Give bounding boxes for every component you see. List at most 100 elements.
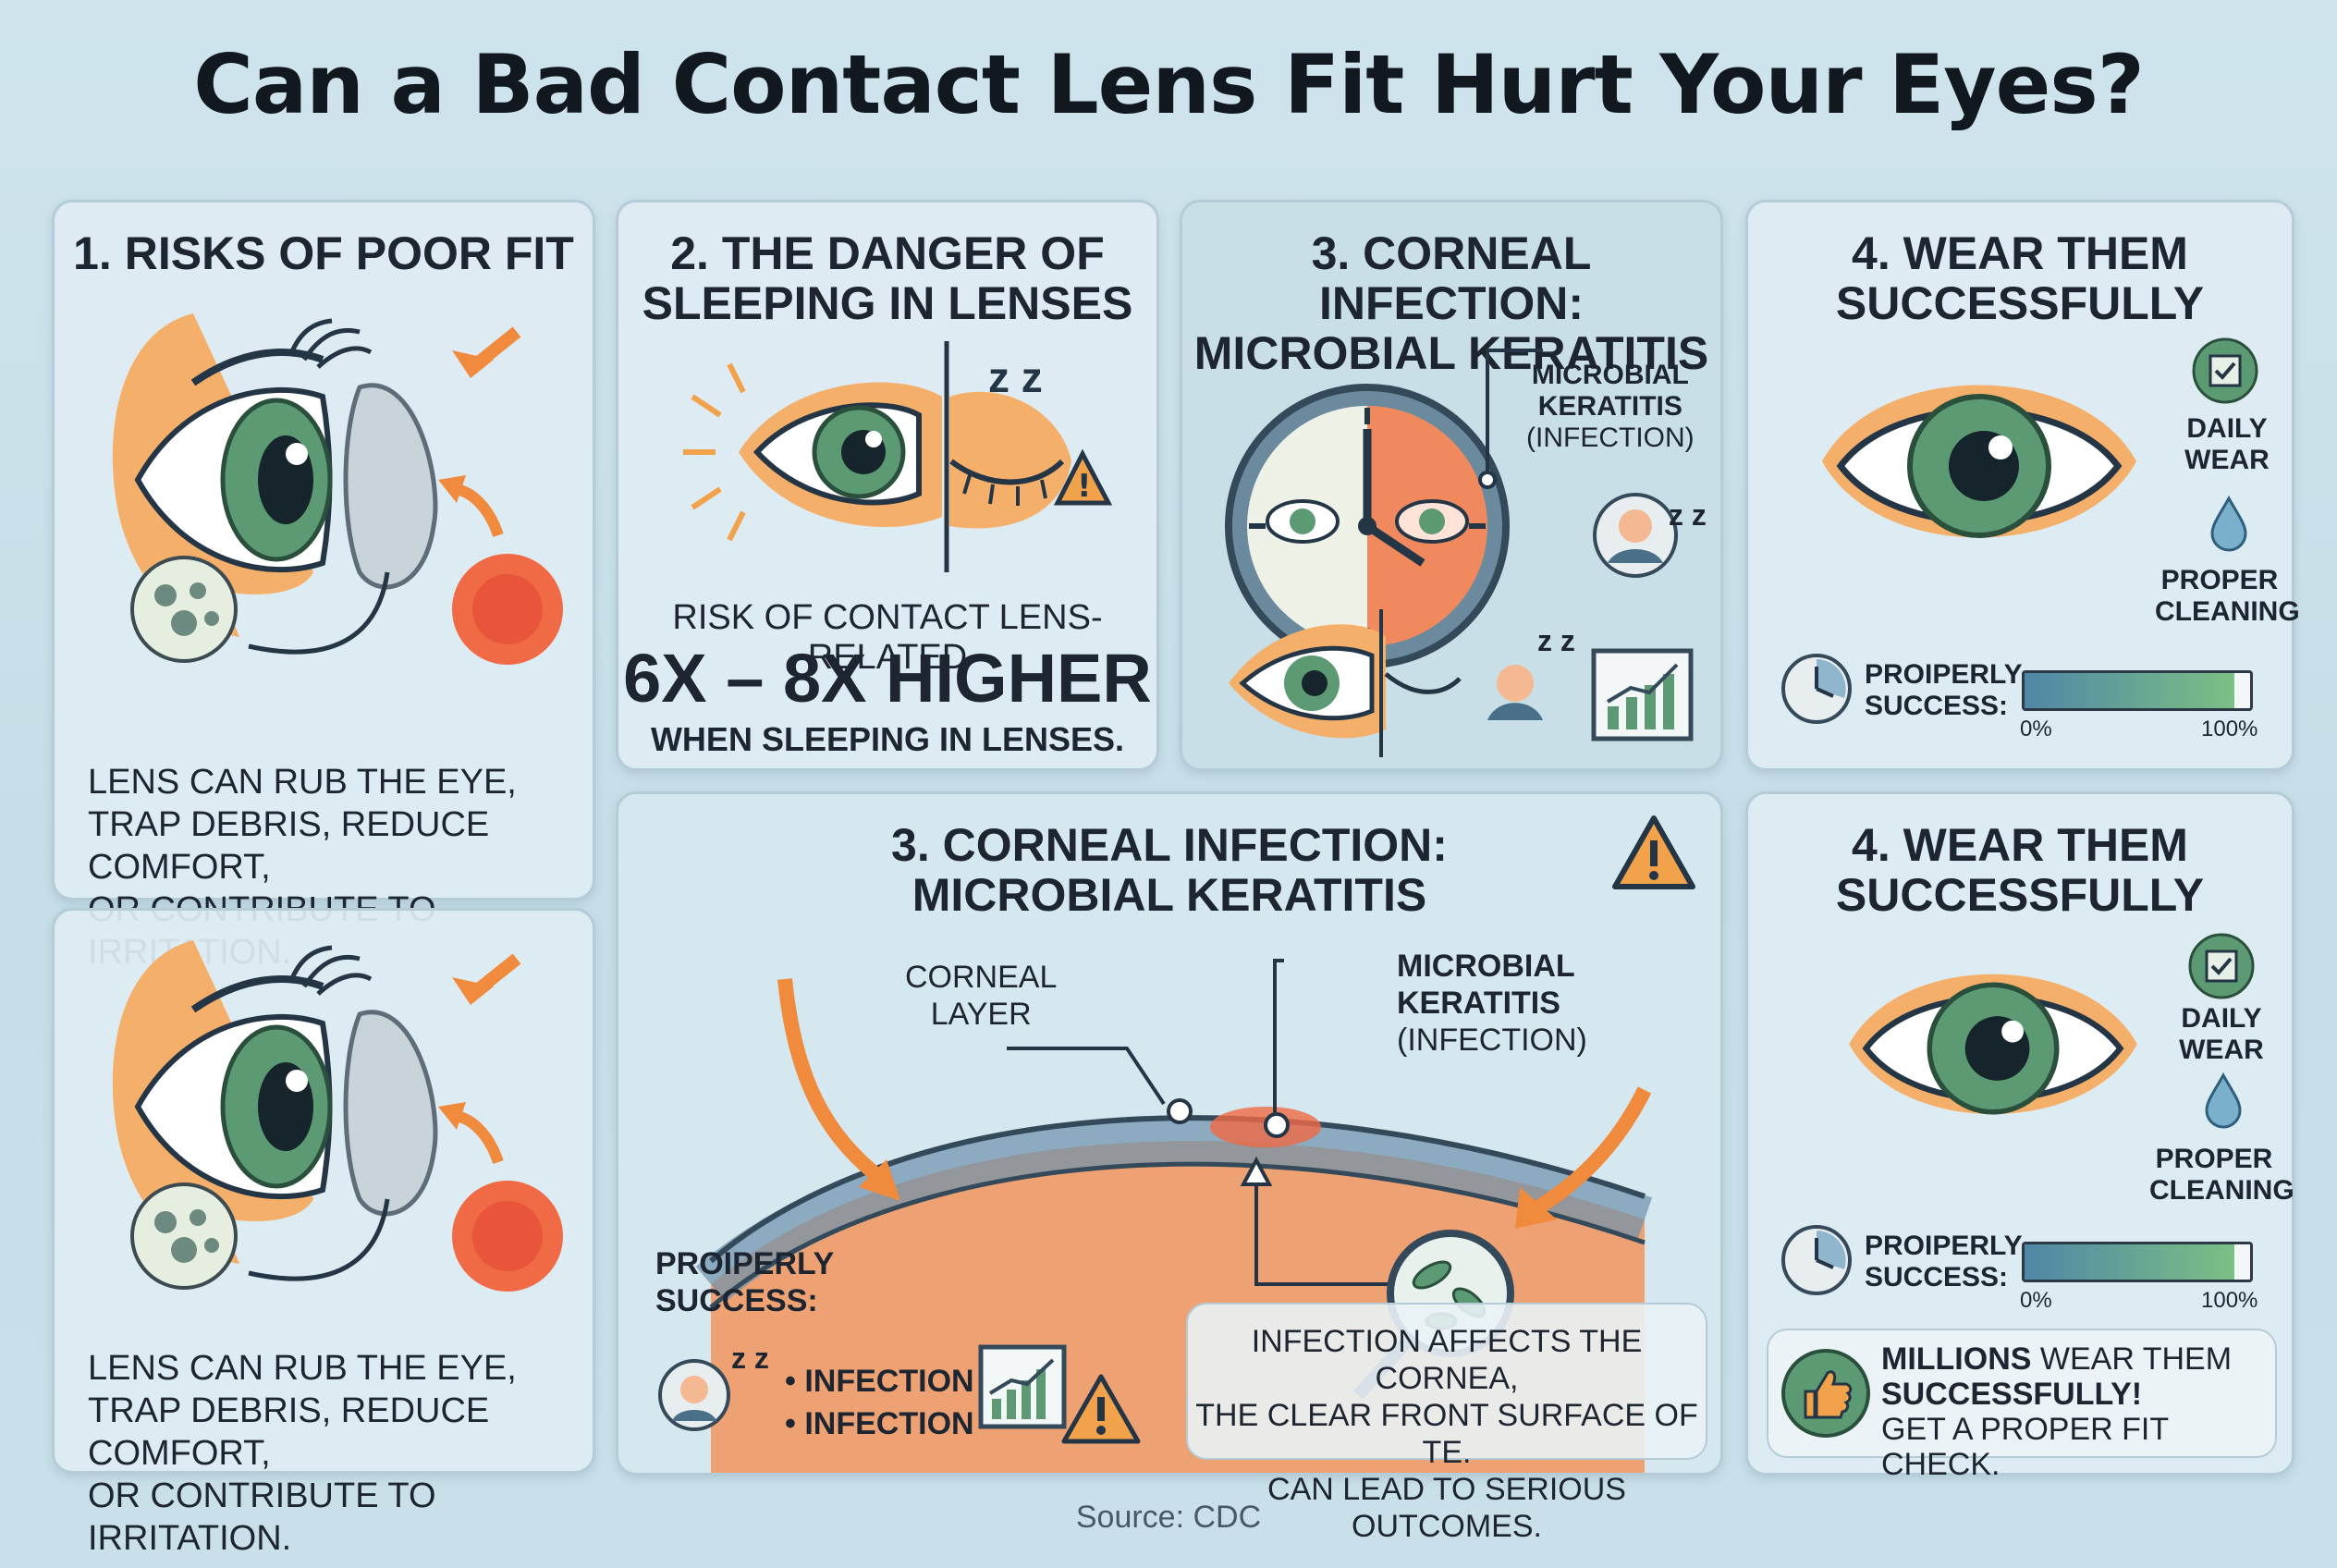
panel-title: 4. WEAR THEM SUCCESSFULLY (1748, 820, 2292, 920)
corneal-layer-label: CORNEAL LAYER (905, 959, 1057, 1033)
thumbs-up-icon (1781, 1349, 1870, 1438)
line: MILLIONS WEAR THEM (1881, 1341, 2275, 1377)
progress-fill (2025, 673, 2234, 708)
caption-line: THE CLEAR FRONT SURFACE OF TE. (1195, 1398, 1698, 1470)
proper-cleaning-label: PROPER CLEANING (2149, 1144, 2294, 1207)
daily-wear-label: DAILY WEAR (2175, 1003, 2268, 1066)
caption-line: INFECTION AFFECTS THE CORNEA, (1251, 1324, 1643, 1396)
label-line: DAILY (2186, 413, 2268, 444)
zz-text: z z (1669, 498, 1707, 532)
daily-wear-label: DAILY WEAR (2181, 413, 2273, 476)
line: SUCCESSFULLY! (1881, 1377, 2143, 1412)
caption-text: INFECTION AFFECTS THE CORNEA, THE CLEAR … (1188, 1323, 1706, 1545)
label-line: MICROBIAL (1397, 949, 1575, 984)
success-progress-bar (2022, 1242, 2253, 1282)
title-line: MICROBIAL KERATITIS (912, 869, 1427, 921)
millions-text: MILLIONS WEAR THEM SUCCESSFULLY! GET A P… (1881, 1341, 2275, 1482)
healthy-eye-illustration (1849, 974, 2137, 1115)
title-line: SUCCESSFULLY (1835, 869, 2205, 921)
panel-title: 3. CORNEAL INFECTION: MICROBIAL KERATITI… (1182, 228, 1720, 378)
label-line: KERATITIS (INFECTION) (1397, 985, 1720, 1059)
panel-corneal-infection: 3. CORNEAL INFECTION: MICROBIAL KERATITI… (1180, 200, 1723, 771)
label-paren: (INFECTION) (1397, 1023, 1587, 1058)
label-line: CLEANING (2149, 1175, 2294, 1206)
caption-line: TRAP DEBRIS, REDUCE COMFORT, (88, 805, 490, 887)
calendar-icon (2192, 337, 2258, 404)
title-line: 4. WEAR THEM (1852, 819, 2188, 871)
calendar-icon (2188, 933, 2255, 999)
label-line: SUCCESS: (655, 1283, 818, 1318)
title-line: SLEEPING IN LENSES (642, 277, 1133, 329)
label-line: WEAR (2184, 445, 2270, 475)
clock-icon (1781, 654, 1852, 724)
label-line: MICROBIAL (1531, 360, 1689, 390)
microbial-keratitis-label: MICROBIAL KERATITIS (INFECTION) (1526, 360, 1695, 454)
panel-caption: LENS CAN RUB THE EYE, TRAP DEBRIS, REDUC… (88, 1347, 593, 1560)
bullet-item: • INFECTION (785, 1406, 974, 1441)
title-line: 3. CORNEAL INFECTION: (891, 819, 1448, 871)
caption-line: OR CONTRIBUTE TO IRRITATION. (88, 1476, 436, 1558)
title-line: MICROBIAL KERATITIS (1193, 327, 1709, 379)
label-line: SUCCESS: (1865, 1262, 2009, 1292)
page-title: Can a Bad Contact Lens Fit Hurt Your Eye… (193, 37, 2145, 132)
title-line: 3. CORNEAL INFECTION: (1311, 227, 1592, 329)
caption-line: CAN LEAD TO SERIOUS OUTCOMES. (1267, 1472, 1626, 1544)
success-label: PROIPERLY SUCCESS: (1865, 659, 2023, 722)
progress-fill (2025, 1244, 2234, 1280)
risk-line: RISK OF CONTACT LENS-RELATED (672, 598, 1103, 677)
panel-risks-of-poor-fit: 1. RISKS OF POOR FIT LENS CAN RUB THE EY… (52, 200, 595, 972)
panel-risks-of-poor-fit-duplicate: LENS CAN RUB THE EYE, TRAP DEBRIS, REDUC… (52, 908, 595, 1558)
eye-with-lens-illustration (112, 940, 563, 1292)
label-line: PROIPERLY (1865, 659, 2023, 690)
bullet-list: • INFECTION • INFECTION (785, 1360, 974, 1445)
risk-stat-sub: WHEN SLEEPING IN LENSES. (650, 720, 1125, 758)
infection-caption-box: INFECTION AFFECTS THE CORNEA, THE CLEAR … (1186, 1303, 1707, 1544)
panel-title: 3. CORNEAL INFECTION: MICROBIAL KERATITI… (618, 820, 1720, 920)
chart-and-warning-icons (978, 1344, 1141, 1444)
panel-title: 2. THE DANGER OF SLEEPING IN LENSES (618, 228, 1156, 328)
label-line: DAILY (2181, 1003, 2262, 1034)
title-line: 2. THE DANGER OF (670, 227, 1105, 279)
source-credit: Source: CDC (1075, 1500, 1262, 1535)
label-line: PROIPERLY (655, 1246, 835, 1281)
label-line: CLEANING (2155, 596, 2300, 627)
sleeping-person-icon (658, 1359, 730, 1431)
bar-max-label: 100% (2201, 1288, 2258, 1313)
warning-icon (1612, 815, 1695, 889)
label-line: LAYER (930, 997, 1032, 1032)
panel-title: 4. WEAR THEM SUCCESSFULLY (1748, 228, 2292, 328)
zz-text: z z (1537, 624, 1575, 657)
clock-icon (1781, 1225, 1852, 1295)
label-line: PROPER (2155, 1144, 2273, 1174)
panel-danger-of-sleeping: 2. THE DANGER OF SLEEPING IN LENSES ! z … (616, 200, 1159, 771)
proper-cleaning-label: PROPER CLEANING (2155, 565, 2300, 628)
title-line: 4. WEAR THEM (1852, 227, 2188, 279)
healthy-eye-illustration (1822, 385, 2136, 538)
label-line: PROPER (2160, 565, 2279, 595)
water-drop-icon (2210, 495, 2247, 552)
risk-stat: 6X – 8X HIGHER (623, 640, 1152, 717)
label-line: (INFECTION) (1526, 423, 1695, 453)
title-line: SUCCESSFULLY (1835, 277, 2205, 329)
svg-text:!: ! (1077, 468, 1092, 505)
label-line: SUCCESS: (1865, 691, 2009, 721)
label-bold: KERATITIS (1397, 986, 1560, 1021)
panel-corneal-infection-detail: 3. CORNEAL INFECTION: MICROBIAL KERATITI… (616, 791, 1723, 1544)
success-progress-bar (2022, 670, 2253, 711)
label-line: KERATITIS (1537, 391, 1682, 422)
caption-line: LENS CAN RUB THE EYE, (88, 763, 517, 802)
bullet-item: • INFECTION (785, 1364, 974, 1399)
half-open-half-closed-eye-illustration: ! (683, 341, 1113, 572)
plain-text: WEAR THEM (2031, 1341, 2233, 1377)
caption-line: LENS CAN RUB THE EYE, (88, 1349, 517, 1388)
bar-max-label: 100% (2201, 717, 2258, 741)
bold-text: MILLIONS (1881, 1341, 2032, 1377)
eye-with-lens-illustration (112, 313, 563, 665)
panel-wear-them-successfully-detail: 4. WEAR THEM SUCCESSFULLY DAILY WEAR PRO… (1745, 791, 2294, 1482)
zz-text: z z (988, 353, 1043, 401)
millions-callout: MILLIONS WEAR THEM SUCCESSFULLY! GET A P… (1767, 1329, 2277, 1482)
panel-wear-them-successfully: 4. WEAR THEM SUCCESSFULLY DAILY WEAR PRO… (1745, 200, 2300, 771)
success-label: PROIPERLY SUCCESS: (1865, 1231, 2023, 1293)
zz-text: z z (731, 1341, 769, 1375)
bar-min-label: 0% (2020, 717, 2052, 741)
